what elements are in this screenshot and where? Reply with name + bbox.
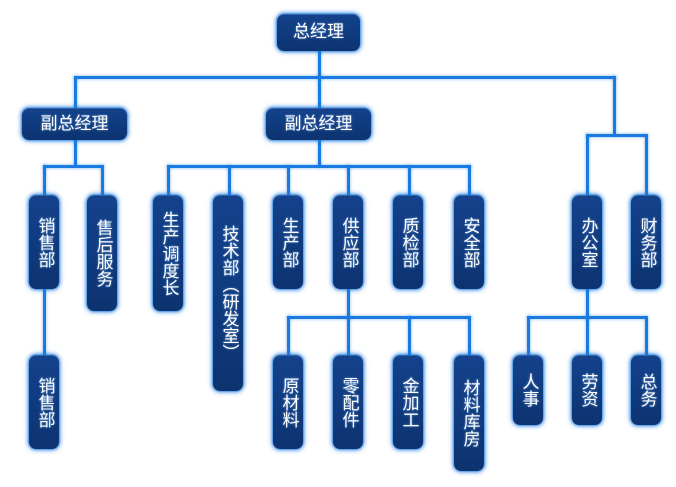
node-label: 原材料 — [278, 376, 299, 428]
connector-drop-vgm-left — [74, 76, 77, 109]
connector-drop-parts — [347, 316, 350, 356]
node-label: 办公室 — [577, 216, 598, 268]
node-label: 总经理 — [293, 22, 344, 43]
node-label: 人事 — [518, 373, 539, 407]
connector-top-bus — [74, 76, 616, 79]
connector-office-stem — [586, 288, 589, 318]
connector-vgm-left-stem — [74, 139, 77, 167]
connector-supply-bus — [287, 316, 471, 319]
node-finance-department[interactable]: 财务部 — [631, 195, 661, 289]
connector-drop-finance — [645, 134, 648, 196]
connector-gm-stem — [318, 50, 321, 78]
node-office[interactable]: 办公室 — [572, 195, 602, 289]
connector-drop-raw-material — [287, 316, 290, 356]
node-label: 安全部 — [459, 216, 480, 268]
node-technical-department[interactable]: 技术部（研发室） — [213, 195, 243, 391]
connector-drop-safety — [468, 165, 471, 196]
node-label: 供应部 — [338, 216, 359, 268]
node-after-sales-service[interactable]: 售后服务 — [87, 195, 117, 311]
connector-vgm-mid-stem — [318, 139, 321, 167]
node-label: 生产部 — [278, 216, 299, 268]
connector-drop-metal-work — [408, 316, 411, 356]
connector-drop-labor-wage — [586, 316, 589, 356]
node-spare-parts[interactable]: 零配件 — [333, 355, 363, 449]
node-label: 财务部 — [636, 216, 657, 268]
node-label: 销售部 — [34, 216, 55, 268]
connector-drop-warehouse — [468, 316, 471, 356]
connector-drop-supply — [347, 165, 350, 196]
connector-drop-general-affairs — [645, 316, 648, 356]
node-quality-inspection-department[interactable]: 质检部 — [393, 195, 423, 289]
connector-drop-aftersales — [101, 165, 104, 196]
connector-drop-office — [586, 134, 589, 196]
node-label: 销售部 — [34, 376, 55, 428]
connector-right-bus — [586, 134, 647, 137]
node-production-scheduling-chief[interactable]: 生产调度长 — [153, 195, 183, 311]
node-deputy-general-manager-mid[interactable]: 副总经理 — [266, 108, 371, 140]
node-label: 劳资 — [577, 373, 598, 407]
connector-drop-sales — [43, 165, 46, 196]
node-label: 生产调度长 — [158, 210, 179, 296]
node-label: 零配件 — [338, 376, 359, 428]
connector-drop-production — [287, 165, 290, 196]
node-label: 材料库房 — [459, 379, 480, 447]
node-human-resources[interactable]: 人事 — [513, 355, 543, 425]
node-metal-processing[interactable]: 金加工 — [393, 355, 423, 449]
node-deputy-general-manager-left[interactable]: 副总经理 — [22, 108, 127, 140]
connector-drop-vgm-mid — [318, 76, 321, 109]
node-label: 副总经理 — [284, 113, 353, 134]
connector-vgm-mid-bus — [167, 165, 471, 168]
node-safety-department[interactable]: 安全部 — [454, 195, 484, 289]
node-label: 技术部（研发室） — [218, 225, 239, 361]
node-production-department[interactable]: 生产部 — [273, 195, 303, 289]
node-label: 质检部 — [398, 216, 419, 268]
node-sales-department-sub[interactable]: 销售部 — [29, 355, 59, 449]
node-general-manager[interactable]: 总经理 — [277, 14, 360, 51]
node-raw-material[interactable]: 原材料 — [273, 355, 303, 449]
node-labor-and-wages[interactable]: 劳资 — [572, 355, 602, 425]
node-material-warehouse[interactable]: 材料库房 — [454, 355, 484, 471]
node-label: 总务 — [636, 373, 657, 407]
connector-drop-prod-sched — [167, 165, 170, 196]
connector-vgm-left-bus — [43, 165, 103, 168]
node-label: 副总经理 — [40, 113, 109, 134]
connector-drop-quality — [408, 165, 411, 196]
node-label: 金加工 — [398, 376, 419, 428]
node-supply-department[interactable]: 供应部 — [333, 195, 363, 289]
connector-drop-hr — [527, 316, 530, 356]
connector-supply-stem — [347, 288, 350, 318]
node-label: 售后服务 — [92, 219, 113, 287]
node-general-affairs[interactable]: 总务 — [631, 355, 661, 425]
connector-drop-right-branch — [613, 76, 616, 136]
connector-sales-to-sub — [43, 288, 46, 356]
node-sales-department[interactable]: 销售部 — [29, 195, 59, 289]
connector-drop-tech — [228, 165, 231, 196]
